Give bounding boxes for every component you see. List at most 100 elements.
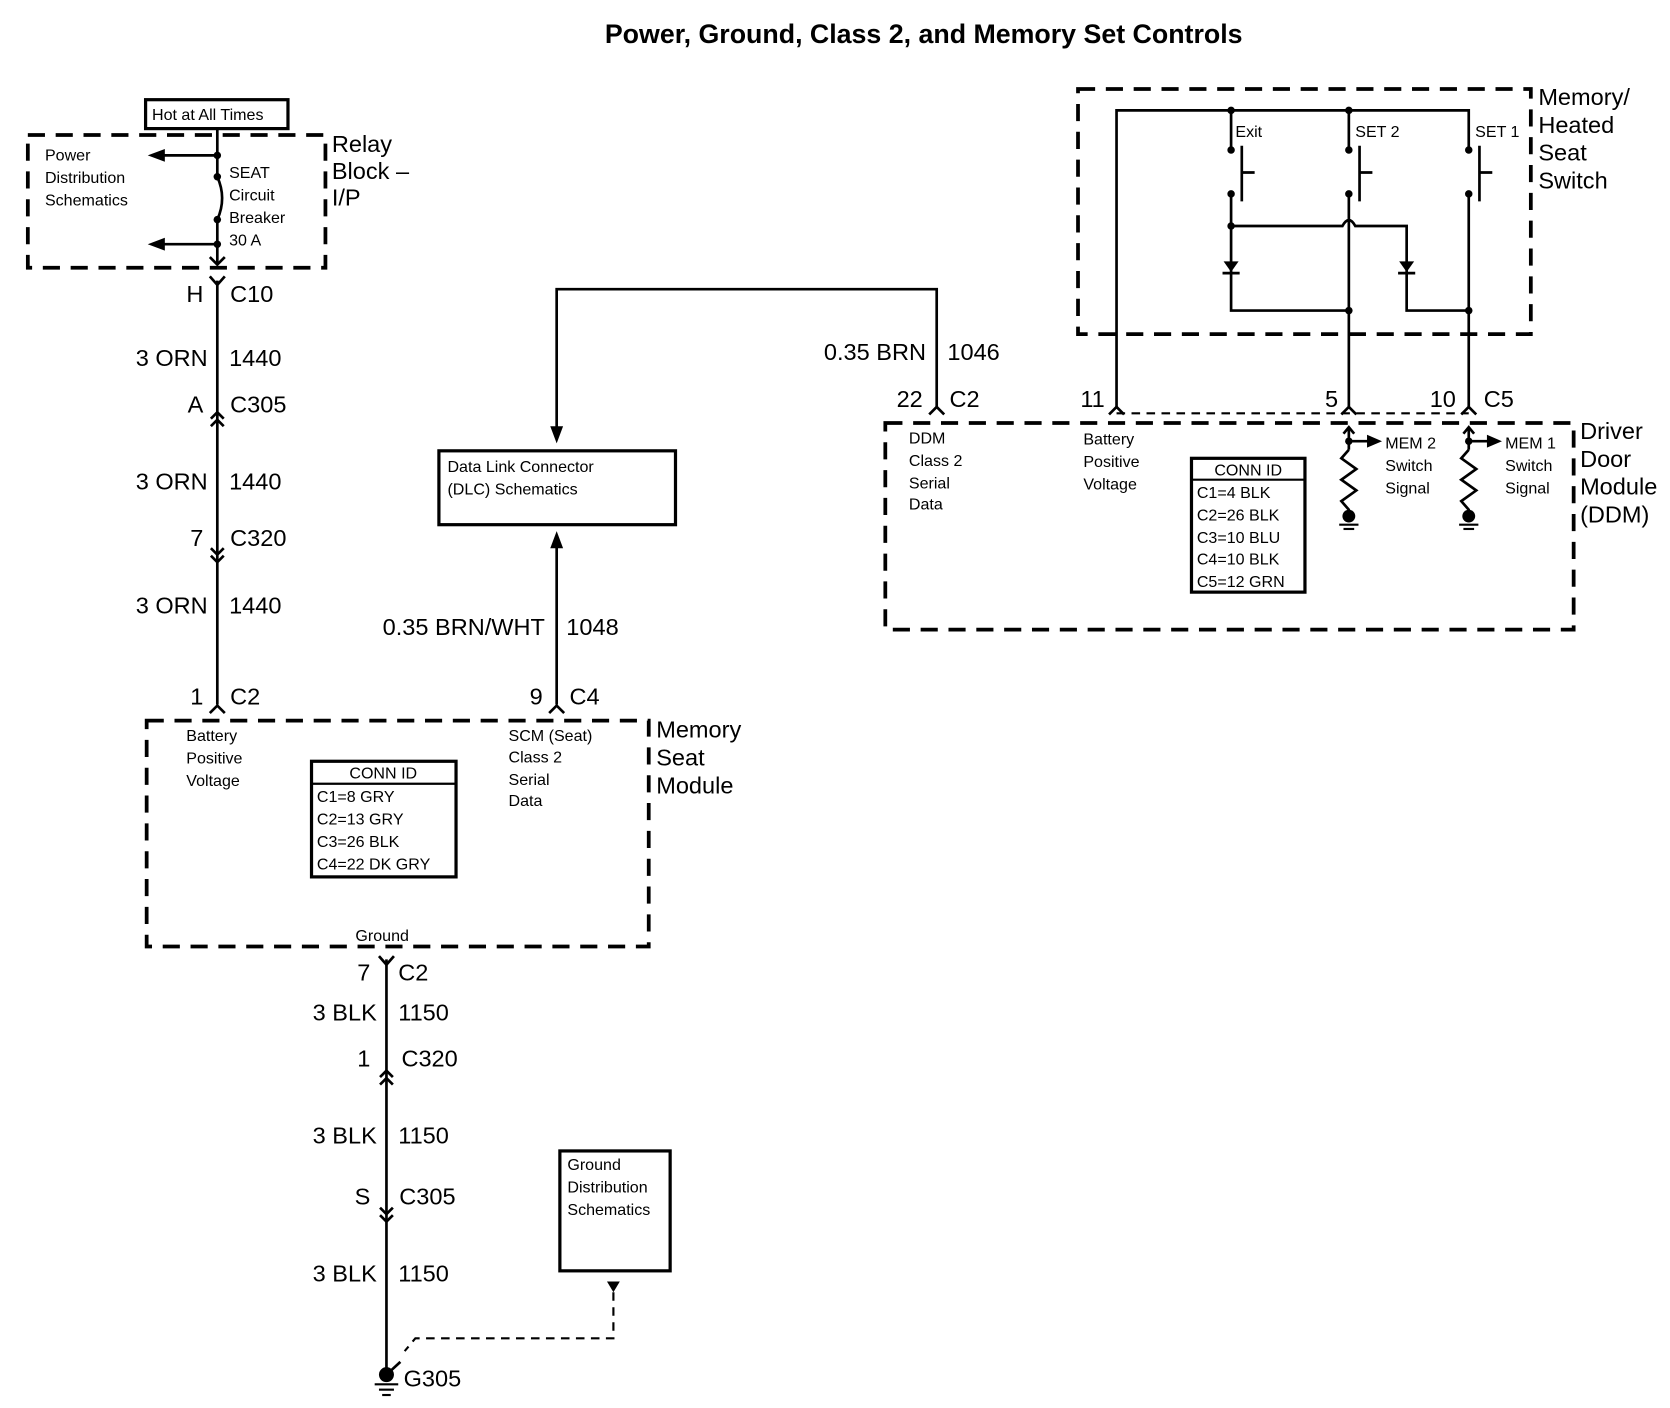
power-circuit: H C10 3 ORN 1440 A C305 3 ORN 1440 7 C32… <box>136 275 286 715</box>
ground-distribution-label: Ground <box>567 1156 621 1174</box>
conn-id-row: C1=8 GRY <box>317 788 395 806</box>
connector-name: C10 <box>230 281 273 307</box>
ddm-class2-label: Class 2 <box>909 452 963 470</box>
conn-id-row: C1=4 BLK <box>1197 484 1271 502</box>
arrow-right-icon <box>1486 434 1502 448</box>
connector-fork-icon <box>208 275 226 287</box>
arrow-right-icon <box>1367 434 1383 448</box>
wire-circuit: 1440 <box>229 593 281 619</box>
exit-switch: Exit <box>1227 123 1263 202</box>
set2-switch: SET 2 <box>1345 123 1400 202</box>
battery-voltage-label: Positive <box>186 749 242 767</box>
connector-name: C2 <box>230 684 260 710</box>
diode-icon <box>1222 261 1240 275</box>
arrow-up-icon <box>550 531 564 549</box>
connector-name: C320 <box>230 525 286 551</box>
dlc-label: (DLC) Schematics <box>447 481 577 499</box>
conn-id-table: CONN ID C1=4 BLK C2=26 BLK C3=10 BLU C4=… <box>1189 456 1307 594</box>
connector-pin: 1 <box>357 1045 370 1071</box>
conn-id-row: C3=26 BLK <box>317 833 400 851</box>
circuit-breaker-icon <box>216 176 224 221</box>
wire-color: 3 BLK <box>313 1261 377 1287</box>
wire-circuit: 1440 <box>229 468 281 494</box>
wire-color: 3 BLK <box>313 999 377 1025</box>
power-distribution-label: Distribution <box>45 169 125 187</box>
connector-pin: 1 <box>190 684 203 710</box>
mem1-label: Signal <box>1505 480 1550 498</box>
connector-up-icon <box>379 1068 394 1086</box>
connector-name: C4 <box>570 684 600 710</box>
arrow-down-icon <box>606 1281 620 1293</box>
mem2-label: MEM 2 <box>1385 435 1436 453</box>
connector-caret-icon <box>928 405 946 416</box>
memory-seat-module-outline <box>144 718 651 949</box>
connector-pin: 11 <box>1080 386 1104 412</box>
connector-pin: 5 <box>1325 386 1338 412</box>
circuit-breaker-label: Circuit <box>229 186 275 204</box>
dlc-label: Data Link Connector <box>447 458 594 476</box>
conn-id-row: C3=10 BLU <box>1197 529 1280 547</box>
ground-label: Ground <box>355 927 409 945</box>
connector-name: C2 <box>950 386 980 412</box>
switch-label: SET 1 <box>1475 123 1519 141</box>
relay-block-name: Block – <box>332 158 410 184</box>
ground-symbol-icon <box>374 1360 402 1397</box>
dlc-box <box>437 449 678 527</box>
diagram-title: Power, Ground, Class 2, and Memory Set C… <box>605 19 1243 49</box>
connector-up-icon <box>209 410 225 428</box>
connector-down-icon <box>379 1206 394 1224</box>
ddm-battery-label: Battery <box>1083 430 1134 448</box>
dlc: Data Link Connector (DLC) Schematics 0.3… <box>383 287 1000 715</box>
connector-name: C2 <box>398 960 428 986</box>
wire-color: 3 ORN <box>136 468 208 494</box>
ground-circuit: 7 C2 3 BLK 1150 1 C320 3 BLK 1150 S C305… <box>313 955 672 1397</box>
ground-symbol-icon <box>1339 509 1359 531</box>
ground-distribution-box <box>558 1149 672 1273</box>
wire-circuit: 1150 <box>398 999 449 1025</box>
connector-name: C305 <box>399 1183 455 1209</box>
scm-serial-data-label: Serial <box>508 771 549 789</box>
mem2-pullup: MEM 2 Switch Signal <box>1339 425 1436 531</box>
ddm-name: Module <box>1580 474 1657 500</box>
mem1-pullup: MEM 1 Switch Signal <box>1458 425 1556 531</box>
resistor-icon <box>1458 448 1479 514</box>
ground-distribution-label: Schematics <box>567 1201 650 1219</box>
ddm-class2-label: DDM <box>909 429 946 447</box>
resistor-icon <box>1339 448 1359 514</box>
connector-name: C305 <box>230 391 286 417</box>
relay-block: Hot at All Times Relay Block – I/P Power… <box>25 98 410 270</box>
power-distribution-label: Power <box>45 147 91 165</box>
connector-pin: 10 <box>1430 386 1456 412</box>
wire-color: 3 ORN <box>136 345 208 371</box>
scm-serial-data-label: SCM (Seat) <box>508 727 592 745</box>
arrow-left-icon <box>147 148 165 162</box>
wire-color: 0.35 BRN <box>824 339 926 365</box>
driver-door-module: Driver Door Module (DDM) DDM Class 2 Ser… <box>883 386 1657 632</box>
memory-switch-name: Seat <box>1538 140 1587 166</box>
relay-block-name: Relay <box>332 131 392 157</box>
mem2-label: Signal <box>1385 480 1430 498</box>
circuit-breaker-label: 30 A <box>229 231 261 249</box>
ddm-class2-label: Data <box>909 496 943 514</box>
connector-caret-icon <box>208 703 226 715</box>
memory-seat-module-name: Seat <box>656 745 705 771</box>
wire-color: 0.35 BRN/WHT <box>383 614 545 640</box>
memory-switch-name: Heated <box>1538 112 1614 138</box>
ground-symbol-icon <box>1459 509 1479 531</box>
battery-voltage-label: Battery <box>186 727 237 745</box>
connector-pin: A <box>188 391 204 417</box>
diode-icon <box>1398 261 1416 275</box>
scm-serial-data-label: Data <box>508 792 542 810</box>
connector-caret-icon <box>1460 405 1478 416</box>
ddm-name: Driver <box>1580 418 1643 444</box>
wire-color: 3 ORN <box>136 593 208 619</box>
arrow-down-icon <box>550 426 564 444</box>
ddm-class2-label: Serial <box>909 474 950 492</box>
connector-pin: 9 <box>530 684 543 710</box>
wire-circuit: 1150 <box>398 1122 449 1148</box>
wire-circuit: 1440 <box>229 345 281 371</box>
ddm-name: (DDM) <box>1580 502 1649 528</box>
circuit-breaker-label: SEAT <box>229 164 270 182</box>
ddm-battery-label: Positive <box>1083 453 1139 471</box>
connector-caret-icon <box>1108 405 1125 416</box>
